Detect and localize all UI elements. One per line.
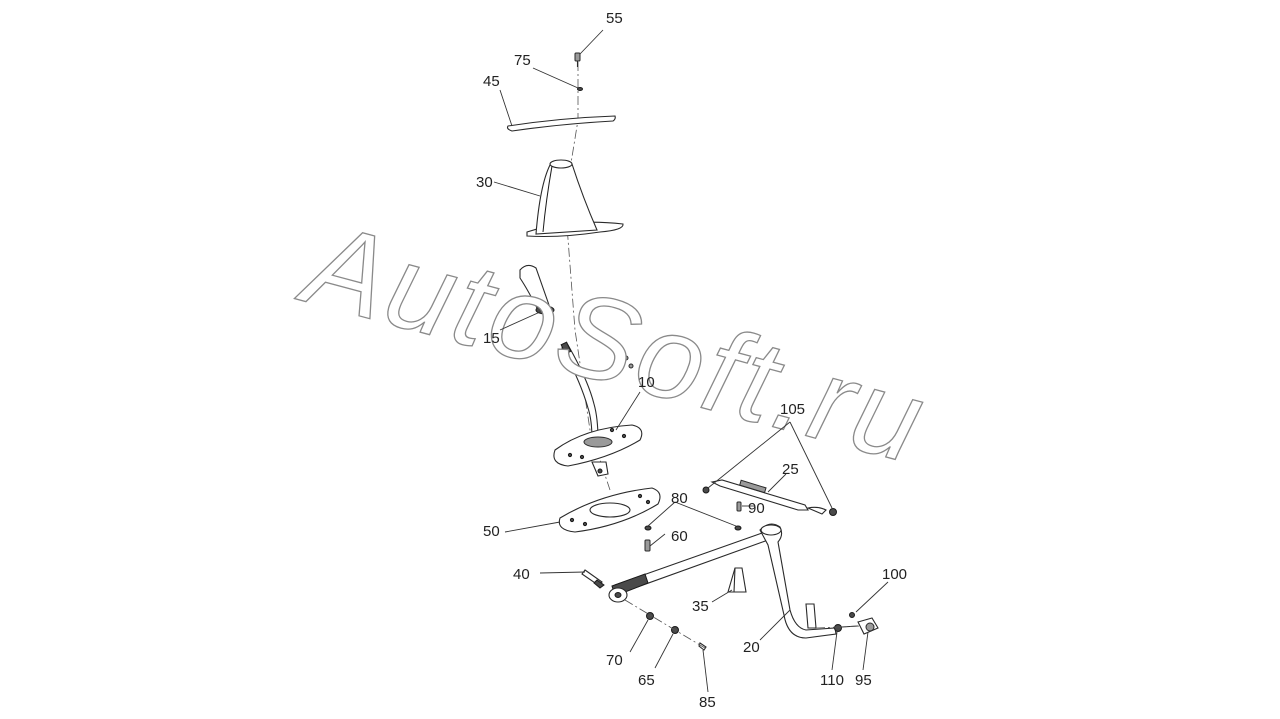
part-60-bolt — [644, 539, 651, 552]
callout-50: 50 — [483, 523, 500, 540]
part-45-trim-plate — [506, 115, 616, 132]
part-90-bolt — [736, 501, 742, 512]
part-95-ball-joint — [841, 617, 879, 635]
part-80-washer-left — [644, 525, 652, 531]
part-75-washer — [577, 87, 583, 91]
callout-25: 25 — [782, 461, 799, 478]
part-100-washer — [849, 612, 855, 618]
callout-100: 100 — [882, 566, 907, 583]
part-10-shift-lever — [553, 341, 643, 477]
callout-85: 85 — [699, 694, 716, 711]
part-50-base-plate — [558, 487, 661, 533]
callout-90: 90 — [748, 500, 765, 517]
part-70-nut — [646, 612, 654, 620]
callout-105: 105 — [780, 401, 805, 418]
callout-35: 35 — [692, 598, 709, 615]
callout-20: 20 — [743, 639, 760, 656]
callout-40: 40 — [513, 566, 530, 583]
callout-80: 80 — [671, 490, 688, 507]
part-55-screw — [574, 52, 581, 67]
part-25-link-rod — [702, 479, 837, 516]
part-110-nut — [834, 624, 842, 632]
part-35-bracket — [727, 567, 747, 593]
callout-95: 95 — [855, 672, 872, 689]
callout-45: 45 — [483, 73, 500, 90]
part-80-washer-right — [734, 525, 742, 531]
callout-10: 10 — [638, 374, 655, 391]
shaft-end-axis-line — [624, 599, 706, 649]
callout-60: 60 — [671, 528, 688, 545]
callout-110: 110 — [820, 672, 844, 689]
part-30-gear-boot — [526, 159, 624, 238]
joint-axis-line — [815, 625, 861, 629]
callout-65: 65 — [638, 672, 655, 689]
callout-70: 70 — [606, 652, 623, 669]
part-40-pin — [581, 569, 605, 589]
part-20-shift-shaft — [608, 523, 837, 639]
callout-30: 30 — [476, 174, 493, 191]
leader-lines — [493, 29, 889, 693]
callout-75: 75 — [514, 52, 531, 69]
callout-15: 15 — [483, 330, 500, 347]
callout-55: 55 — [606, 10, 623, 27]
part-15-shift-knob — [519, 264, 634, 369]
